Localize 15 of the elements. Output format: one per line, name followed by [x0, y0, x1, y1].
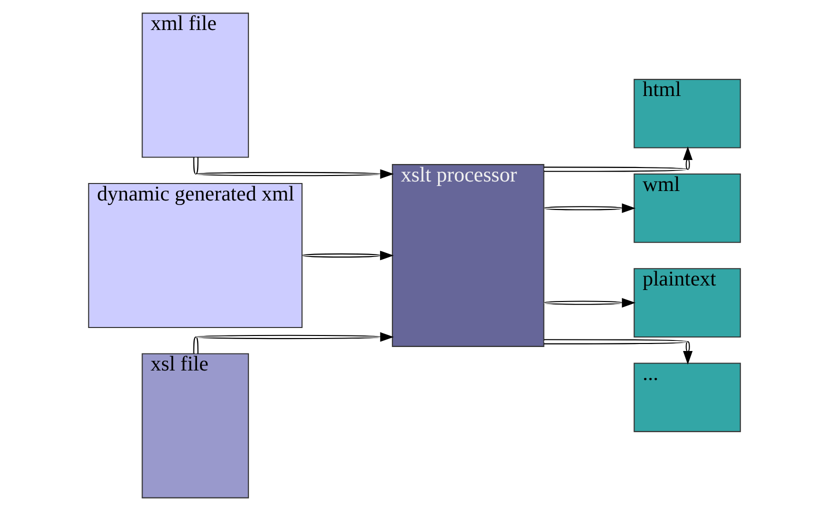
- arrow: [544, 146, 692, 172]
- node-box: wml: [633, 173, 740, 242]
- arrow: [543, 202, 636, 212]
- arrow: [192, 156, 394, 178]
- node-box: ...: [633, 362, 740, 432]
- arrow: [302, 250, 394, 260]
- node-box: xslt processor: [391, 164, 544, 346]
- node-box: dynamic generated xml: [88, 182, 302, 328]
- arrow: [543, 298, 636, 308]
- arrow: [544, 338, 692, 364]
- node-box: plaintext: [633, 268, 740, 337]
- node-box: xsl file: [141, 352, 248, 498]
- node-box: html: [633, 78, 740, 148]
- node-box: xml file: [141, 12, 248, 158]
- arrow: [192, 332, 394, 354]
